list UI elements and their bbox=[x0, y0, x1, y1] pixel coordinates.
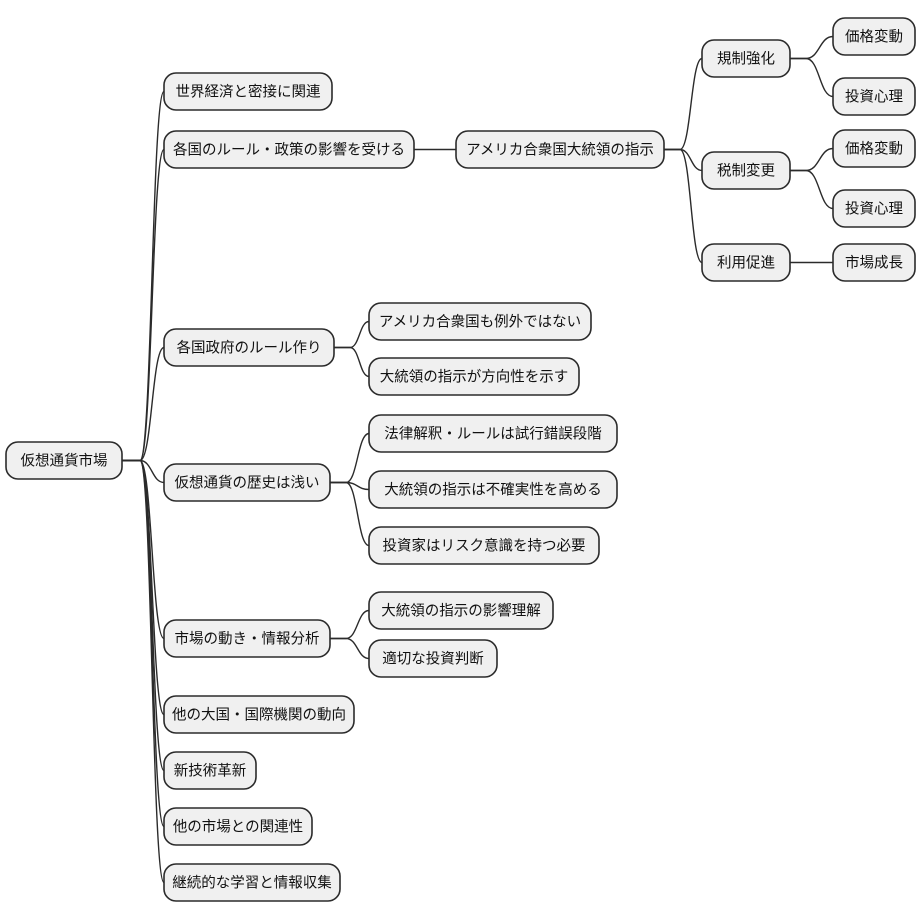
mindmap-node-n6[interactable]: 投資心理 bbox=[832, 77, 916, 116]
node-box bbox=[701, 151, 791, 190]
edge-n3-to-n4 bbox=[663, 57, 703, 151]
node-box bbox=[701, 243, 791, 282]
node-label: 価格変動 bbox=[845, 141, 903, 158]
edge-n4-to-n5 bbox=[789, 35, 834, 60]
node-label: 大統領の指示は不確実性を高める bbox=[384, 482, 602, 499]
node-box bbox=[163, 863, 341, 902]
edge-n15-to-n16 bbox=[329, 432, 370, 484]
edge-n19-to-n21 bbox=[329, 637, 370, 660]
mindmap-node-n23[interactable]: 新技術革新 bbox=[163, 751, 257, 790]
node-box bbox=[832, 77, 916, 116]
node-label: 大統領の指示の影響理解 bbox=[381, 602, 541, 620]
node-box bbox=[368, 414, 618, 453]
edge-root-to-n22 bbox=[121, 459, 165, 716]
node-label: 各国政府のルール作り bbox=[177, 340, 322, 357]
node-label: 税制変更 bbox=[717, 163, 775, 180]
node-label: 世界経済と密接に関連 bbox=[176, 84, 321, 101]
node-label: 適切な投資判断 bbox=[382, 650, 484, 668]
node-box bbox=[163, 72, 333, 111]
node-box bbox=[832, 243, 916, 282]
edge-n15-to-n18 bbox=[329, 481, 370, 547]
node-box bbox=[368, 302, 592, 341]
node-label: 他の大国・国際機関の動向 bbox=[172, 707, 346, 724]
edge-n4-to-n6 bbox=[789, 57, 834, 98]
node-box bbox=[5, 441, 123, 480]
mindmap-node-n13[interactable]: アメリカ合衆国も例外ではない bbox=[368, 302, 592, 341]
edge-root-to-n12 bbox=[121, 346, 165, 462]
node-label: 継続的な学習と情報収集 bbox=[172, 875, 332, 892]
node-label: 法律解釈・ルールは試行錯誤段階 bbox=[384, 426, 602, 443]
node-box bbox=[832, 17, 916, 56]
node-label: 投資家はリスク意識を持つ必要 bbox=[383, 537, 586, 555]
mindmap-node-n2[interactable]: 各国のルール・政策の影響を受ける bbox=[163, 130, 415, 169]
edge-n12-to-n13 bbox=[333, 320, 370, 349]
node-label: 大統領の指示が方向性を示す bbox=[380, 369, 569, 386]
mindmap-node-n9[interactable]: 投資心理 bbox=[832, 189, 916, 228]
mindmap-node-n24[interactable]: 他の市場との関連性 bbox=[163, 807, 313, 846]
mindmap-node-n17[interactable]: 大統領の指示は不確実性を高める bbox=[368, 470, 618, 509]
edge-root-to-n1 bbox=[121, 90, 165, 462]
edge-root-to-n19 bbox=[121, 459, 165, 640]
edge-root-to-n25 bbox=[121, 459, 165, 884]
node-label: 市場成長 bbox=[845, 255, 903, 272]
node-box bbox=[368, 357, 580, 396]
node-label: 新技術革新 bbox=[174, 763, 247, 780]
node-label: 市場の動き・情報分析 bbox=[175, 631, 320, 648]
node-box bbox=[163, 463, 331, 502]
node-box bbox=[368, 591, 554, 630]
mindmap-node-n20[interactable]: 大統領の指示の影響理解 bbox=[368, 591, 554, 630]
node-label: 仮想通貨の歴史は浅い bbox=[175, 475, 320, 492]
mindmap-node-n19[interactable]: 市場の動き・情報分析 bbox=[163, 619, 331, 658]
node-box bbox=[701, 39, 791, 78]
node-box bbox=[163, 751, 257, 790]
mindmap-node-n14[interactable]: 大統領の指示が方向性を示す bbox=[368, 357, 580, 396]
node-label: 利用促進 bbox=[717, 255, 775, 272]
mindmap-node-n16[interactable]: 法律解釈・ルールは試行錯誤段階 bbox=[368, 414, 618, 453]
mindmap-node-n25[interactable]: 継続的な学習と情報収集 bbox=[163, 863, 341, 902]
mindmap-node-n5[interactable]: 価格変動 bbox=[832, 17, 916, 56]
edge-root-to-n24 bbox=[121, 459, 165, 828]
mindmap-node-n15[interactable]: 仮想通貨の歴史は浅い bbox=[163, 463, 331, 502]
edge-n12-to-n14 bbox=[333, 346, 370, 378]
node-box bbox=[368, 526, 600, 565]
mindmap-node-n1[interactable]: 世界経済と密接に関連 bbox=[163, 72, 333, 111]
mindmap-node-n21[interactable]: 適切な投資判断 bbox=[368, 639, 498, 678]
edge-n3-to-n10 bbox=[663, 148, 703, 264]
node-box bbox=[163, 328, 335, 367]
mindmap-root-node[interactable]: 仮想通貨市場 bbox=[5, 441, 123, 480]
node-box bbox=[163, 807, 313, 846]
mindmap-node-n22[interactable]: 他の大国・国際機関の動向 bbox=[163, 695, 355, 734]
node-box bbox=[832, 129, 916, 168]
edge-n7-to-n8 bbox=[789, 147, 834, 172]
node-label: 規制強化 bbox=[717, 51, 775, 68]
edge-n7-to-n9 bbox=[789, 169, 834, 210]
edge-layer bbox=[121, 35, 834, 884]
node-box bbox=[368, 470, 618, 509]
edge-root-to-n2 bbox=[121, 148, 165, 462]
node-box bbox=[163, 130, 415, 169]
node-label: アメリカ合衆国大統領の指示 bbox=[466, 142, 654, 159]
node-label: 仮想通貨市場 bbox=[21, 453, 108, 470]
mindmap-node-n4[interactable]: 規制強化 bbox=[701, 39, 791, 78]
edge-n19-to-n20 bbox=[329, 609, 370, 640]
node-box bbox=[163, 695, 355, 734]
node-label: 他の市場との関連性 bbox=[173, 819, 303, 836]
node-label: 価格変動 bbox=[845, 29, 903, 46]
node-box bbox=[163, 619, 331, 658]
node-label: 投資心理 bbox=[845, 89, 903, 106]
node-label: 投資心理 bbox=[845, 201, 903, 218]
node-label: 各国のルール・政策の影響を受ける bbox=[173, 141, 405, 159]
node-label: アメリカ合衆国も例外ではない bbox=[379, 314, 581, 331]
node-box bbox=[368, 639, 498, 678]
node-box bbox=[455, 130, 665, 169]
mindmap-node-n8[interactable]: 価格変動 bbox=[832, 129, 916, 168]
mindmap-node-n18[interactable]: 投資家はリスク意識を持つ必要 bbox=[368, 526, 600, 565]
mindmap-node-n10[interactable]: 利用促進 bbox=[701, 243, 791, 282]
mindmap-node-n12[interactable]: 各国政府のルール作り bbox=[163, 328, 335, 367]
mindmap-node-n3[interactable]: アメリカ合衆国大統領の指示 bbox=[455, 130, 665, 169]
mindmap-node-n11[interactable]: 市場成長 bbox=[832, 243, 916, 282]
node-box bbox=[832, 189, 916, 228]
mindmap-node-n7[interactable]: 税制変更 bbox=[701, 151, 791, 190]
